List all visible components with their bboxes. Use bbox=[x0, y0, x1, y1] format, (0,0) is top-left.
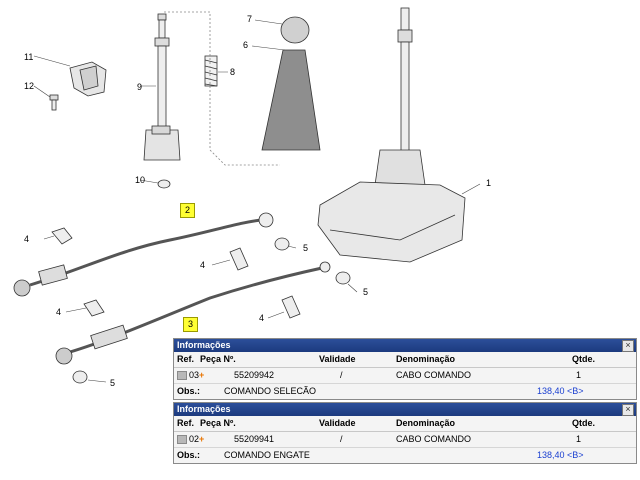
part-11-clip[interactable] bbox=[69, 61, 107, 97]
price-link[interactable]: 138,40 <B> bbox=[537, 386, 584, 396]
part-10-washer[interactable] bbox=[157, 179, 171, 189]
header-ref: Ref. bbox=[177, 418, 195, 428]
part-7-knob[interactable] bbox=[280, 16, 310, 44]
panel-title: Informações × bbox=[174, 403, 636, 416]
callout-5b: 5 bbox=[363, 287, 368, 297]
part-9-rod[interactable] bbox=[143, 13, 181, 161]
callout-3-highlight[interactable]: 3 bbox=[183, 317, 198, 332]
callout-11: 11 bbox=[24, 52, 33, 62]
part-6-boot[interactable] bbox=[261, 49, 321, 151]
callout-6: 6 bbox=[243, 40, 248, 50]
callout-7: 7 bbox=[247, 14, 252, 24]
qtde-value: 1 bbox=[576, 434, 582, 444]
checkbox[interactable] bbox=[177, 371, 187, 381]
obs-label: Obs.: bbox=[177, 450, 201, 460]
part-4-clip-a[interactable] bbox=[51, 227, 73, 245]
callout-4b: 4 bbox=[200, 260, 205, 270]
checkbox[interactable] bbox=[177, 435, 187, 445]
callout-4a: 4 bbox=[24, 234, 29, 244]
callout-4d: 4 bbox=[259, 313, 264, 323]
ref-cell: 02+ bbox=[177, 432, 204, 447]
denominacao-value: CABO COMANDO bbox=[396, 434, 472, 444]
cable-2[interactable] bbox=[13, 212, 274, 297]
table-header: Ref. Peça Nº. Validade Denominação Qtde. bbox=[174, 416, 636, 432]
price-link[interactable]: 138,40 <B> bbox=[537, 450, 584, 460]
table-header: Ref. Peça Nº. Validade Denominação Qtde. bbox=[174, 352, 636, 368]
ref-cell: 03+ bbox=[177, 368, 204, 383]
header-validade: Validade bbox=[319, 418, 356, 428]
panel-title: Informações × bbox=[174, 339, 636, 352]
part-4-clip-d[interactable] bbox=[281, 295, 301, 319]
callout-5a: 5 bbox=[303, 243, 308, 253]
header-validade: Validade bbox=[319, 354, 356, 364]
callout-9: 9 bbox=[137, 82, 142, 92]
new-marker-icon: + bbox=[199, 370, 205, 380]
callout-8: 8 bbox=[230, 67, 235, 77]
info-panel-1: Informações × Ref. Peça Nº. Validade Den… bbox=[173, 338, 637, 400]
part-5-washer-b[interactable] bbox=[335, 271, 351, 285]
assembly-line bbox=[164, 11, 280, 166]
header-ref: Ref. bbox=[177, 354, 195, 364]
header-qtde: Qtde. bbox=[572, 354, 596, 364]
obs-label: Obs.: bbox=[177, 386, 201, 396]
panel-title-text: Informações bbox=[177, 404, 231, 414]
part-5-washer-a[interactable] bbox=[274, 237, 290, 251]
header-peca: Peça Nº. bbox=[200, 418, 236, 428]
validade-value: / bbox=[340, 434, 343, 444]
leader-lines bbox=[33, 19, 481, 383]
peca-value: 55209942 bbox=[234, 370, 275, 380]
new-marker-icon: + bbox=[199, 434, 205, 444]
part-5-washer-c[interactable] bbox=[72, 370, 88, 384]
callout-4c: 4 bbox=[56, 307, 61, 317]
part-12-screw[interactable] bbox=[49, 94, 59, 111]
peca-value: 55209941 bbox=[234, 434, 275, 444]
callout-10: 10 bbox=[135, 175, 145, 185]
cable-3[interactable] bbox=[55, 261, 331, 365]
header-qtde: Qtde. bbox=[572, 418, 596, 428]
panel-title-text: Informações bbox=[177, 340, 231, 350]
callout-2-highlight[interactable]: 2 bbox=[180, 203, 195, 218]
qtde-value: 1 bbox=[576, 370, 582, 380]
close-button[interactable]: × bbox=[622, 404, 634, 416]
callout-1: 1 bbox=[486, 178, 491, 188]
header-denominacao: Denominação bbox=[396, 354, 456, 364]
denominacao-value: CABO COMANDO bbox=[396, 370, 472, 380]
obs-value: COMANDO SELECÃO bbox=[224, 386, 317, 396]
table-row[interactable]: 02+ 55209941 / CABO COMANDO 1 bbox=[174, 432, 636, 448]
callout-5c: 5 bbox=[110, 378, 115, 388]
info-panel-2: Informações × Ref. Peça Nº. Validade Den… bbox=[173, 402, 637, 464]
header-denominacao: Denominação bbox=[396, 418, 456, 428]
close-button[interactable]: × bbox=[622, 340, 634, 352]
part-8-spring[interactable] bbox=[204, 55, 218, 87]
part-4-clip-c[interactable] bbox=[83, 299, 105, 317]
obs-value: COMANDO ENGATE bbox=[224, 450, 310, 460]
validade-value: / bbox=[340, 370, 343, 380]
callout-12: 12 bbox=[24, 81, 34, 91]
part-1-shifter-housing[interactable] bbox=[317, 7, 466, 263]
obs-row: Obs.: COMANDO SELECÃO 138,40 <B> bbox=[174, 384, 636, 399]
obs-row: Obs.: COMANDO ENGATE 138,40 <B> bbox=[174, 448, 636, 463]
part-4-clip-b[interactable] bbox=[229, 247, 249, 271]
header-peca: Peça Nº. bbox=[200, 354, 236, 364]
ref-value: 02 bbox=[189, 434, 200, 444]
ref-value: 03 bbox=[189, 370, 200, 380]
table-row[interactable]: 03+ 55209942 / CABO COMANDO 1 bbox=[174, 368, 636, 384]
